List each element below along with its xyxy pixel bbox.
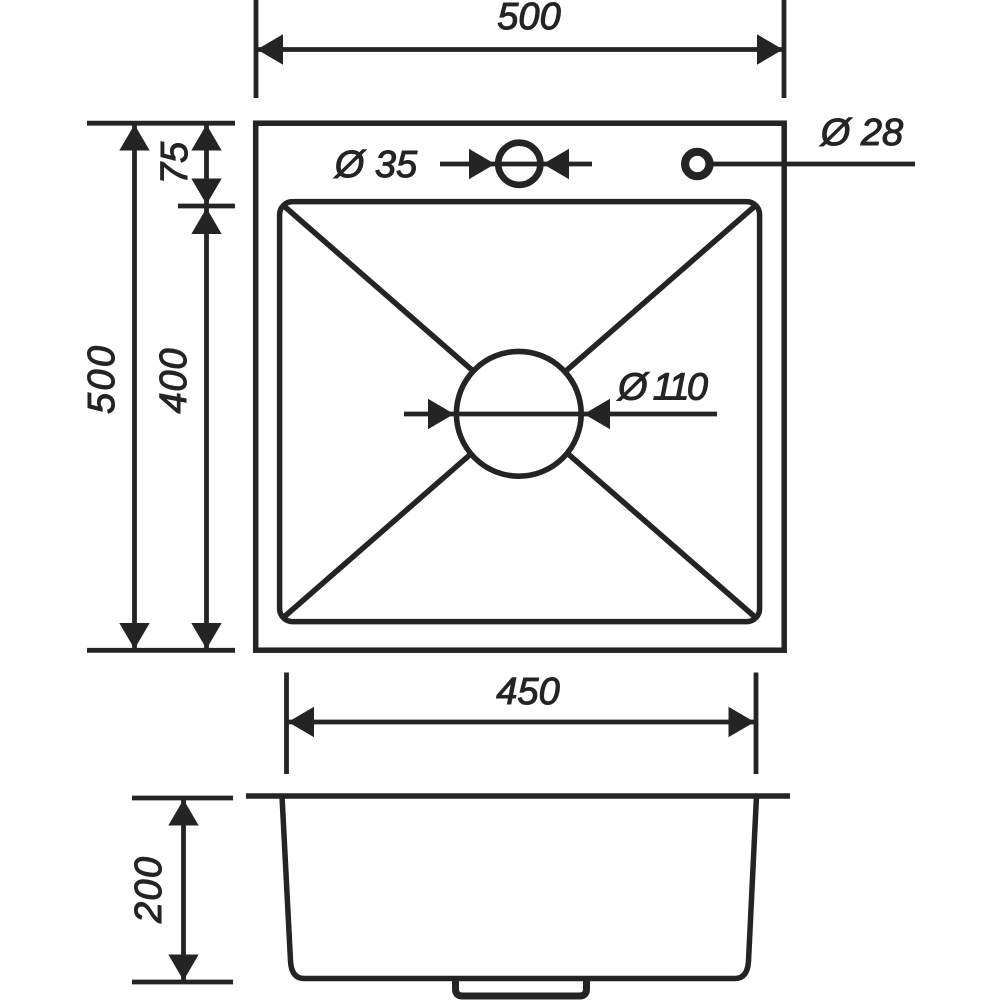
- svg-text:400: 400: [153, 349, 195, 414]
- svg-text:500: 500: [81, 346, 123, 414]
- svg-text:Ø 35: Ø 35: [333, 144, 418, 186]
- svg-text:450: 450: [496, 671, 559, 713]
- svg-text:500: 500: [497, 0, 560, 38]
- svg-text:75: 75: [154, 141, 196, 184]
- svg-text:200: 200: [128, 857, 170, 924]
- svg-text:Ø 28: Ø 28: [819, 112, 903, 154]
- svg-text:Ø 110: Ø 110: [616, 367, 708, 409]
